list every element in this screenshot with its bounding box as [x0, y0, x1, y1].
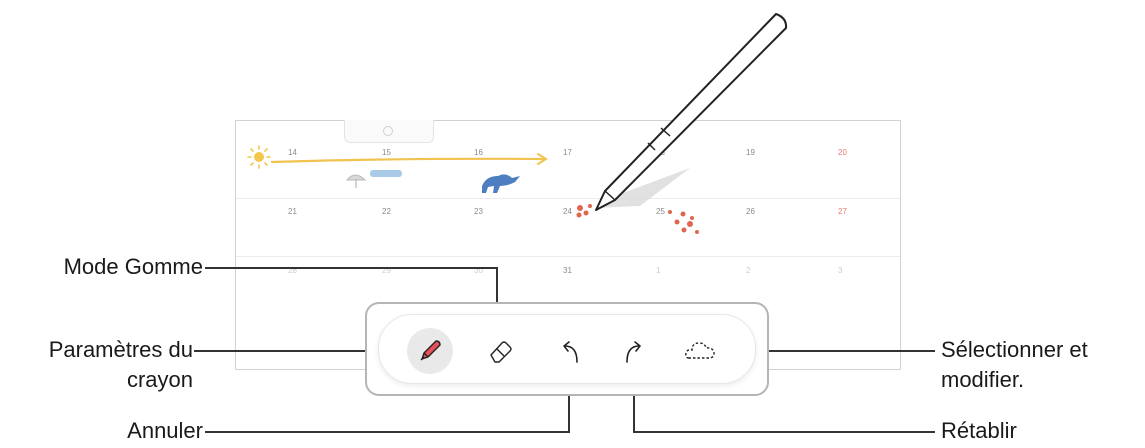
- callout-label-select-2: modifier.: [941, 367, 1025, 392]
- day-cell[interactable]: 21: [288, 207, 297, 216]
- dinosaur-doodle-icon: [482, 174, 520, 193]
- day-cell[interactable]: 1: [656, 266, 661, 275]
- callout-label-pen-settings-2: crayon: [126, 367, 193, 392]
- day-cell[interactable]: 16: [474, 148, 483, 157]
- day-cell[interactable]: 20: [838, 148, 847, 157]
- day-cell[interactable]: 15: [382, 148, 391, 157]
- week-separator: [236, 256, 900, 257]
- pen-settings-button[interactable]: [407, 328, 453, 374]
- redo-icon: [626, 341, 641, 363]
- sun-doodle-icon: [247, 145, 271, 169]
- day-cell[interactable]: 28: [288, 266, 297, 275]
- day-cell[interactable]: 17: [563, 148, 572, 157]
- callout-label-undo: Annuler: [127, 418, 203, 443]
- day-cell[interactable]: 22: [382, 207, 391, 216]
- redo-button[interactable]: [611, 328, 657, 374]
- day-cell[interactable]: 26: [746, 207, 755, 216]
- lasso-select-icon: [685, 342, 715, 359]
- day-cell[interactable]: 24: [563, 207, 572, 216]
- day-cell[interactable]: 29: [382, 266, 391, 275]
- day-cell[interactable]: 2: [746, 266, 751, 275]
- callout-line-eraser: [205, 267, 498, 318]
- umbrella-doodle-icon: [345, 170, 402, 188]
- eraser-icon: [490, 341, 512, 363]
- undo-button[interactable]: [547, 328, 593, 374]
- callout-label-eraser: Mode Gomme: [63, 254, 203, 279]
- day-cell[interactable]: 14: [288, 148, 297, 157]
- pen-shadow: [596, 168, 690, 208]
- flowers-doodle-icon: [576, 204, 592, 218]
- day-cell[interactable]: 19: [746, 148, 755, 157]
- event-arrow-doodle: [270, 153, 548, 165]
- callout-label-select-1: Sélectionner et: [941, 337, 1088, 362]
- hearts-doodle-icon: [668, 210, 699, 234]
- undo-icon: [563, 341, 578, 363]
- day-cell[interactable]: 25: [656, 207, 665, 216]
- pen-icon: [420, 340, 441, 361]
- callout-label-redo: Rétablir: [941, 418, 1017, 443]
- day-cell[interactable]: 30: [474, 266, 483, 275]
- select-button[interactable]: [677, 328, 723, 374]
- day-cell[interactable]: 23: [474, 207, 483, 216]
- callout-label-pen-settings-1: Paramètres du: [48, 337, 193, 362]
- day-cell[interactable]: 3: [838, 266, 843, 275]
- callout-line-undo: [205, 383, 570, 433]
- eraser-button[interactable]: [477, 328, 523, 374]
- day-cell[interactable]: 31: [563, 266, 572, 275]
- day-cell[interactable]: 27: [838, 207, 847, 216]
- handle-dot-icon: [383, 126, 393, 136]
- week-separator: [236, 198, 900, 199]
- calendar-handle-tab[interactable]: [344, 120, 434, 143]
- callout-line-redo: [633, 383, 935, 433]
- s-pen-stylus-icon: [595, 13, 788, 211]
